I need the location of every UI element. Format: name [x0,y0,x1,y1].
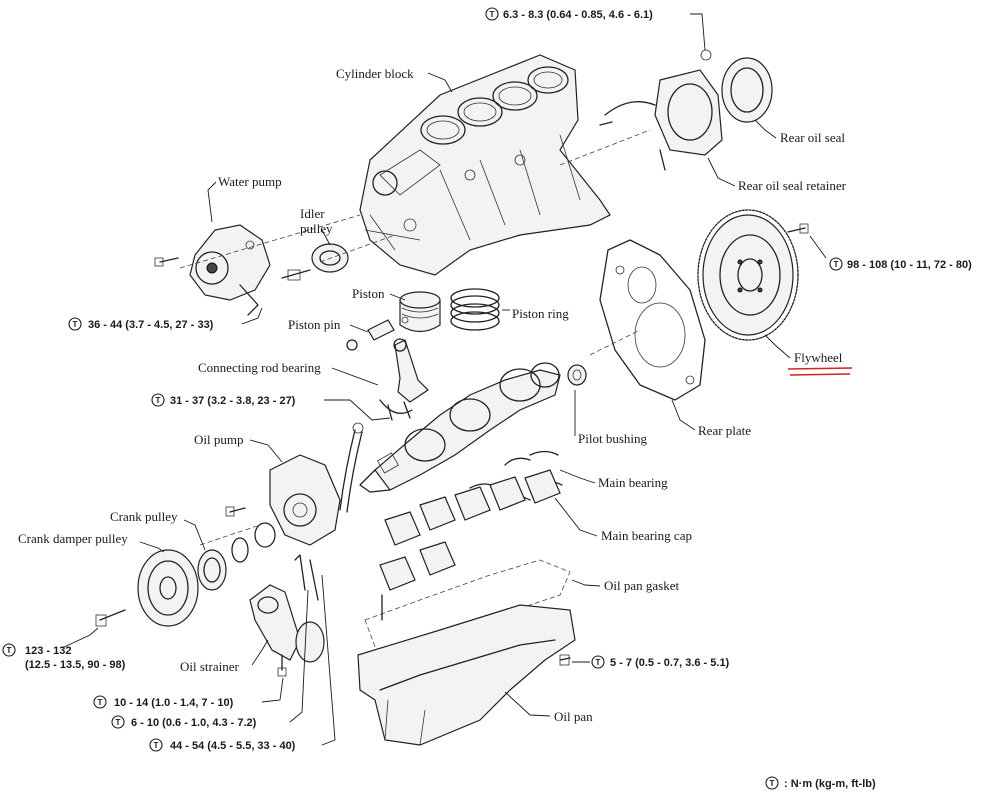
torque-flywheel-bolt: T 98 - 108 (10 - 11, 72 - 80) [809,235,972,271]
torque-oil-pan-bolt-value: 5 - 7 (0.5 - 0.7, 3.6 - 5.1) [610,657,730,669]
main-bearing-cap-drawing [379,469,561,591]
oil-strainer-drawing [249,554,325,677]
connecting-rod-drawing [379,338,429,421]
label-idler-pulley-line1: Idler [300,206,325,221]
svg-text:T: T [596,658,601,667]
label-main-bearing-cap: Main bearing cap [601,528,692,543]
torque-legend-text: : N·m (kg-m, ft-lb) [784,778,876,790]
label-crank-pulley: Crank pulley [110,509,178,524]
torque-oil-strainer-c-value: 44 - 54 (4.5 - 5.5, 33 - 40) [170,740,296,752]
torque-crank-pulley-bolt-value-line2: (12.5 - 13.5, 90 - 98) [25,659,126,671]
torque-symbol-icon: T [68,317,82,331]
label-flywheel: Flywheel [794,350,843,365]
torque-oil-strainer-b-value: 6 - 10 (0.6 - 1.0, 4.3 - 7.2) [131,717,257,729]
label-oil-pan-gasket: Oil pan gasket [604,578,679,593]
rear-oil-seal-drawing [721,57,773,123]
svg-text:T: T [154,741,159,750]
torque-flywheel-bolt-value: 98 - 108 (10 - 11, 72 - 80) [847,259,972,271]
rear-plate-drawing [599,239,706,401]
torque-oil-pan-bolt: T 5 - 7 (0.5 - 0.7, 3.6 - 5.1) [572,655,730,669]
oil-pump-drawing [225,422,364,563]
label-rear-oil-seal-retainer: Rear oil seal retainer [738,178,847,193]
crankshaft-drawing [359,362,561,493]
torque-water-pump-bolt-value: 36 - 44 (3.7 - 4.5, 27 - 33) [88,319,214,331]
label-piston-pin: Piston pin [288,317,341,332]
svg-text:T: T [490,10,495,19]
torque-oil-strainer-b: T 6 - 10 (0.6 - 1.0, 4.3 - 7.2) [111,589,309,729]
flywheel-drawing [697,209,809,341]
torque-oil-strainer-a: T 10 - 14 (1.0 - 1.4, 7 - 10) [93,677,284,709]
torque-connecting-rod-nut-value: 31 - 37 (3.2 - 3.8, 23 - 27) [170,395,296,407]
water-pump-drawing [154,224,271,316]
svg-text:T: T [156,396,161,405]
torque-symbol-icon: T [765,776,779,790]
svg-text:T: T [98,698,103,707]
pilot-bushing-drawing [567,364,587,386]
torque-symbol-icon: T [93,695,107,709]
label-oil-pump: Oil pump [194,432,243,447]
label-cylinder-block: Cylinder block [336,66,414,81]
torque-symbol-icon: T [2,643,16,657]
svg-text:T: T [7,646,12,655]
torque-rear-retainer-bolt-value: 6.3 - 8.3 (0.64 - 0.85, 4.6 - 6.1) [503,9,653,21]
piston-drawing [399,291,441,333]
svg-text:T: T [116,718,121,727]
label-rear-oil-seal: Rear oil seal [780,130,845,145]
label-idler-pulley-line2: pulley [300,221,333,236]
crank-damper-pulley-drawing [95,549,199,627]
label-rear-plate: Rear plate [698,423,751,438]
label-water-pump: Water pump [218,174,282,189]
svg-text:T: T [770,779,775,788]
torque-water-pump-bolt: T 36 - 44 (3.7 - 4.5, 27 - 33) [68,307,263,331]
torque-oil-strainer-a-value: 10 - 14 (1.0 - 1.4, 7 - 10) [114,697,234,709]
assembly-lines [179,129,651,546]
label-oil-strainer: Oil strainer [180,659,240,674]
label-oil-pan: Oil pan [554,709,593,724]
torque-connecting-rod-nut: T 31 - 37 (3.2 - 3.8, 23 - 27) [151,393,391,421]
label-main-bearing: Main bearing [598,475,668,490]
idler-pulley-drawing [281,243,349,281]
torque-symbol-icon: T [591,655,605,669]
label-crank-damper-pulley: Crank damper pulley [18,531,128,546]
torque-crank-pulley-bolt: T 123 - 132 (12.5 - 13.5, 90 - 98) [2,627,126,671]
rear-oil-seal-retainer-drawing [599,49,723,171]
label-connecting-rod-bearing: Connecting rod bearing [198,360,321,375]
label-piston: Piston [352,286,385,301]
torque-symbol-icon: T [485,7,499,21]
svg-text:T: T [73,320,78,329]
label-piston-ring: Piston ring [512,306,569,321]
flywheel-highlight-underline [787,367,853,376]
piston-ring-drawing [450,288,500,331]
torque-symbol-icon: T [829,257,843,271]
crank-pulley-drawing [197,549,227,591]
torque-oil-strainer-c: T 44 - 54 (4.5 - 5.5, 33 - 40) [149,574,336,752]
torque-symbol-icon: T [111,715,125,729]
torque-crank-pulley-bolt-value-line1: 123 - 132 [25,645,71,657]
label-pilot-bushing: Pilot bushing [578,431,647,446]
torque-symbol-icon: T [149,738,163,752]
oil-pan-drawing [357,594,576,746]
torque-legend: T : N·m (kg-m, ft-lb) [765,776,876,790]
torque-symbol-icon: T [151,393,165,407]
svg-text:T: T [834,260,839,269]
torque-rear-retainer-bolt: T 6.3 - 8.3 (0.64 - 0.85, 4.6 - 6.1) [485,7,706,51]
cylinder-block-drawing [359,54,611,276]
piston-pin-drawing [346,319,395,351]
